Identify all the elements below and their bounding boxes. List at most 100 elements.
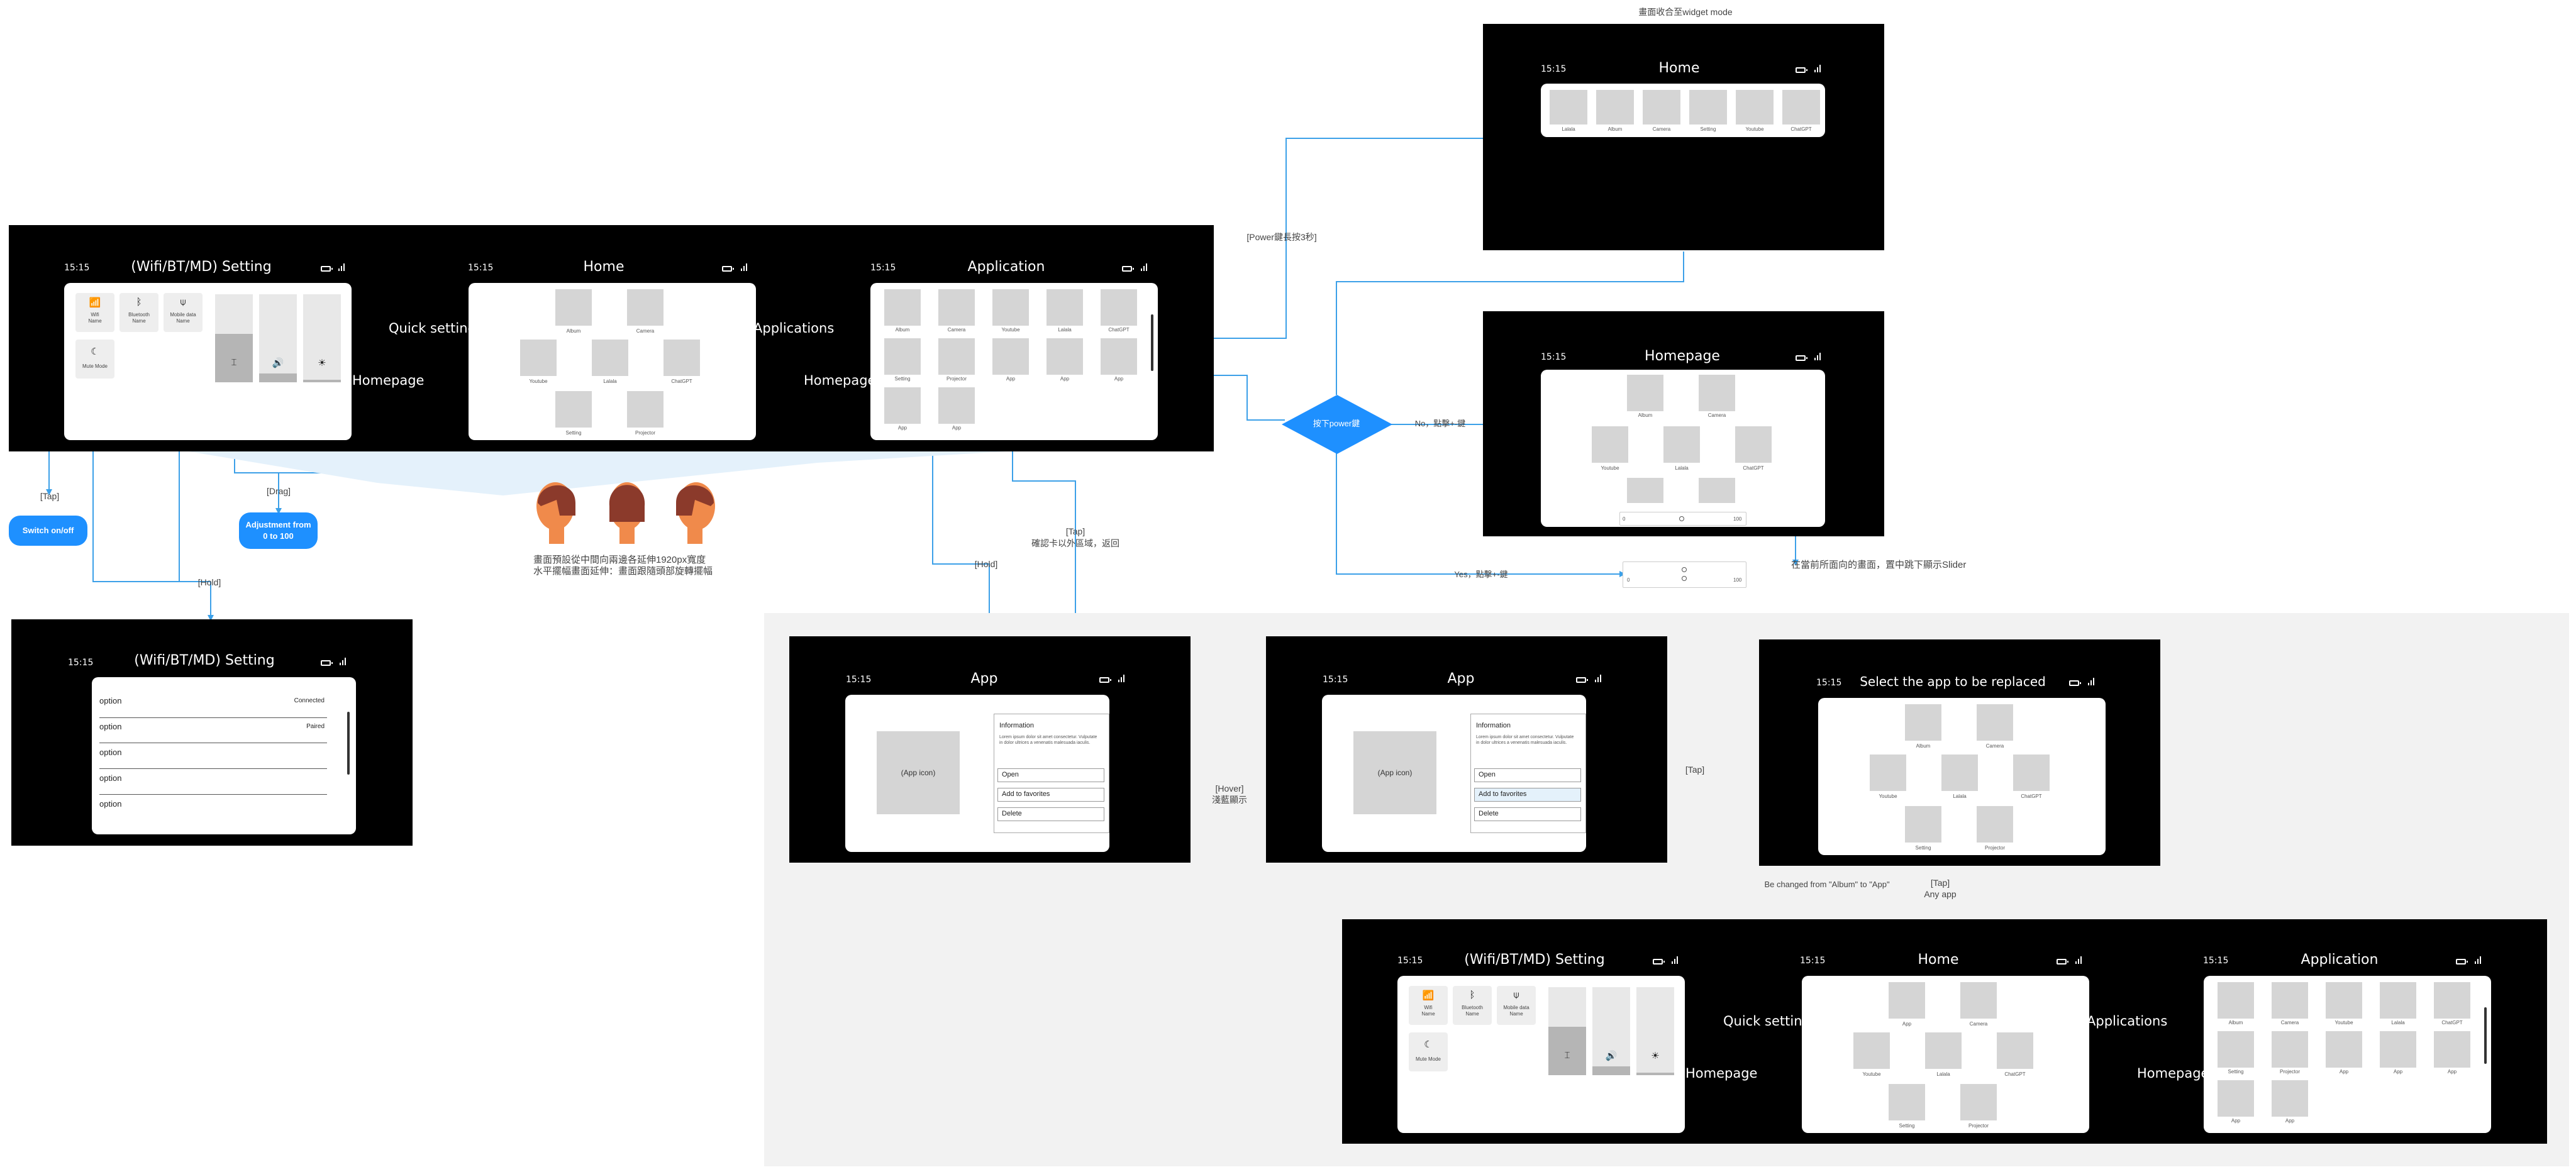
list-item[interactable]: option	[99, 696, 122, 705]
slider-thumb[interactable]	[1682, 576, 1687, 581]
scrollbar[interactable]	[347, 712, 350, 775]
app-tile[interactable]	[1046, 289, 1083, 326]
app-tile[interactable]	[1941, 755, 1978, 791]
sun-slider[interactable]: ☀	[303, 294, 341, 382]
wifi-tile[interactable]: 📶 Wifi Name	[1409, 986, 1448, 1025]
open-button[interactable]: Open	[997, 768, 1104, 782]
mute-mode-tile[interactable]: ☾ Mute Mode	[1409, 1032, 1448, 1071]
volume-slider[interactable]: 🔊	[259, 294, 297, 382]
app-tile[interactable]	[1853, 1032, 1890, 1069]
app-tile[interactable]	[1977, 806, 2013, 843]
add-to-favorites-button[interactable]: Add to favorites	[1474, 788, 1581, 802]
app-tile[interactable]	[2380, 982, 2416, 1019]
app-tile[interactable]	[2272, 1031, 2308, 1068]
homepage-slider[interactable]: 0 100	[1619, 512, 1746, 526]
app-tile[interactable]	[2380, 1031, 2416, 1068]
app-tile[interactable]	[2434, 982, 2470, 1019]
list-item[interactable]: option	[99, 748, 122, 757]
app-tile[interactable]	[938, 338, 975, 375]
app-tile[interactable]	[2326, 982, 2362, 1019]
app-tile[interactable]	[1889, 1084, 1925, 1120]
label-homepage: Homepage	[1685, 1066, 1758, 1081]
app-tile[interactable]	[1736, 90, 1774, 124]
app-tile[interactable]	[1627, 375, 1663, 411]
app-tile[interactable]	[1997, 1032, 2033, 1069]
widget-mode-caption: 畫面收合至widget mode	[1638, 7, 1733, 17]
open-button[interactable]: Open	[1474, 768, 1581, 782]
app-tile[interactable]	[555, 289, 592, 326]
battery-icon	[321, 660, 333, 666]
app-tile[interactable]	[2218, 1031, 2254, 1068]
app-tile[interactable]	[1596, 90, 1634, 124]
app-tile[interactable]	[1627, 478, 1663, 503]
app-tile[interactable]	[1870, 755, 1906, 791]
app-tile[interactable]	[1960, 1084, 1997, 1120]
app-tile[interactable]	[992, 289, 1029, 326]
app-tile[interactable]	[1101, 338, 1137, 375]
wifi-tile[interactable]: 📶 Wifi Name	[75, 293, 114, 332]
bluetooth-tile[interactable]: ᛒ Bluetooth Name	[1453, 986, 1492, 1025]
app-tile[interactable]	[1592, 426, 1628, 463]
app-tile[interactable]	[627, 391, 663, 428]
app-tile[interactable]	[592, 340, 628, 376]
list-item[interactable]: option	[99, 773, 122, 783]
app-tile[interactable]	[2272, 1080, 2308, 1117]
app-tile[interactable]	[938, 289, 975, 326]
clock: 15:15	[468, 263, 494, 273]
app-tile[interactable]	[627, 289, 663, 326]
app-tile[interactable]	[1905, 704, 1941, 741]
delete-button[interactable]: Delete	[997, 807, 1104, 821]
divider	[99, 717, 327, 718]
app-tile[interactable]	[1689, 90, 1727, 124]
app-tile[interactable]	[1889, 982, 1925, 1019]
app-tile[interactable]	[663, 340, 700, 376]
app-tile[interactable]	[520, 340, 557, 376]
app-tile[interactable]	[1960, 982, 1997, 1019]
screen-extend-note-2: 水平擺幅畫面延伸：畫面跟隨頭部旋轉擺幅	[533, 566, 713, 577]
app-tile[interactable]	[2013, 755, 2050, 791]
app-tile[interactable]	[555, 391, 592, 428]
app-tile[interactable]	[884, 387, 921, 424]
app-tile[interactable]	[1643, 90, 1680, 124]
list-item[interactable]: option	[99, 799, 122, 809]
volume-slider[interactable]: 🔊	[1592, 987, 1630, 1075]
bluetooth-tile[interactable]: ᛒ Bluetooth Name	[119, 293, 158, 332]
app-tile[interactable]	[1735, 426, 1772, 463]
app-tile[interactable]	[2218, 982, 2254, 1019]
brightness-slider[interactable]: ⌶	[1548, 987, 1586, 1075]
app-tile[interactable]	[1550, 90, 1587, 124]
delete-button[interactable]: Delete	[1474, 807, 1581, 821]
brightness-slider[interactable]: ⌶	[215, 294, 253, 382]
mute-mode-tile[interactable]: ☾ Mute Mode	[75, 340, 114, 379]
app-tile[interactable]	[1782, 90, 1820, 124]
mobile-data-tile[interactable]: ⍦ Mobile data Name	[1497, 986, 1536, 1025]
scrollbar[interactable]	[1151, 314, 1153, 371]
scrollbar[interactable]	[2484, 1007, 2487, 1064]
app-tile[interactable]	[884, 338, 921, 375]
list-item[interactable]: option	[99, 722, 122, 731]
mobile-data-tile[interactable]: ⍦ Mobile data Name	[164, 293, 203, 332]
volume-icon: 🔊	[1605, 1051, 1618, 1061]
app-tile[interactable]	[1699, 478, 1735, 503]
standalone-slider[interactable]: 0 100	[1623, 561, 1746, 588]
app-tile[interactable]	[2218, 1080, 2254, 1117]
app-tile[interactable]	[1046, 338, 1083, 375]
app-tile[interactable]	[1699, 375, 1735, 411]
app-tile[interactable]	[884, 289, 921, 326]
slider-thumb[interactable]	[1682, 567, 1687, 572]
app-tile[interactable]	[2272, 982, 2308, 1019]
app-tile[interactable]	[992, 338, 1029, 375]
head-left	[536, 482, 575, 544]
app-tile[interactable]	[1977, 704, 2013, 741]
app-tile[interactable]	[938, 387, 975, 424]
app-tile[interactable]	[1101, 289, 1137, 326]
app-tile[interactable]	[2326, 1031, 2362, 1068]
add-to-favorites-button[interactable]: Add to favorites	[997, 788, 1104, 802]
app-tile[interactable]	[1663, 426, 1700, 463]
app-tile[interactable]	[1925, 1032, 1962, 1069]
slider-thumb[interactable]	[1679, 516, 1684, 521]
app-tile[interactable]	[2434, 1031, 2470, 1068]
sun-slider[interactable]: ☀	[1636, 987, 1674, 1075]
screen-title: (Wifi/BT/MD) Setting	[134, 653, 275, 668]
app-tile[interactable]	[1905, 806, 1941, 843]
